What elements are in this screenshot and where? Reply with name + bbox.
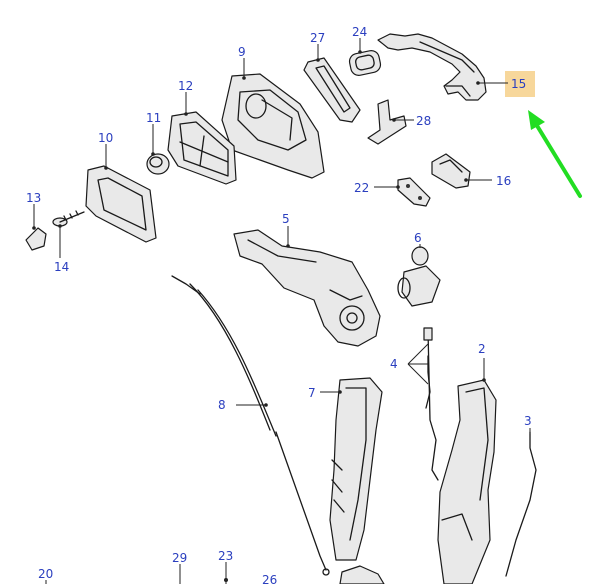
callout-29: 29 xyxy=(172,551,187,565)
part-11-cap[interactable]: 11 xyxy=(146,111,170,175)
part-16-clip[interactable]: 16 xyxy=(431,153,511,189)
part-6-actuator[interactable]: 6 xyxy=(397,231,441,307)
callout-20: 20 xyxy=(38,567,53,581)
part-28-bracket[interactable]: 28 xyxy=(367,99,431,145)
part-3-wire[interactable]: 3 xyxy=(505,414,537,577)
part-20-partial[interactable]: 20 xyxy=(38,567,53,584)
part-27-seal[interactable]: 27 xyxy=(303,31,361,123)
part-5-lock-mechanism[interactable]: 5 xyxy=(233,212,381,347)
green-pointer-arrow xyxy=(528,110,582,198)
callout-11: 11 xyxy=(146,111,161,125)
callout-5: 5 xyxy=(282,212,290,226)
part-29-partial[interactable]: 29 xyxy=(172,551,187,584)
callout-6: 6 xyxy=(414,231,422,245)
callout-2: 2 xyxy=(478,342,486,356)
callout-28: 28 xyxy=(416,114,431,128)
callout-8: 8 xyxy=(218,398,226,412)
part-8-cable[interactable]: 8 xyxy=(171,275,330,576)
part-15-highlight-box xyxy=(505,71,535,97)
callout-27: 27 xyxy=(310,31,325,45)
part-2-latch[interactable]: 2 xyxy=(437,342,497,584)
part-23-partial[interactable]: 23 xyxy=(218,549,233,584)
callout-12: 12 xyxy=(178,79,193,93)
callout-3: 3 xyxy=(524,414,532,428)
part-15-callout[interactable]: 15 xyxy=(476,71,535,97)
callout-7: 7 xyxy=(308,386,316,400)
callout-13: 13 xyxy=(26,191,41,205)
callout-10: 10 xyxy=(98,131,113,145)
callout-23: 23 xyxy=(218,549,233,563)
callout-4: 4 xyxy=(390,357,398,371)
part-15-exterior-handle[interactable] xyxy=(377,33,487,101)
callout-24: 24 xyxy=(352,25,367,39)
part-13-cover[interactable]: 13 xyxy=(25,191,47,251)
callout-22: 22 xyxy=(354,181,369,195)
callout-16: 16 xyxy=(496,174,511,188)
callout-26: 26 xyxy=(262,573,277,584)
part-4-rod[interactable]: 4 xyxy=(390,327,439,481)
part-24-gasket[interactable]: 24 xyxy=(348,25,382,77)
callout-9: 9 xyxy=(238,45,246,59)
part-12-grille[interactable]: 12 xyxy=(167,79,237,185)
callout-14: 14 xyxy=(54,260,69,274)
part-10-bezel[interactable]: 10 xyxy=(85,131,157,243)
part-14-screw[interactable]: 14 xyxy=(52,210,85,274)
callout-15: 15 xyxy=(511,77,526,91)
part-26-partial[interactable]: 26 xyxy=(262,565,385,584)
part-7-inner-bracket[interactable]: 7 xyxy=(308,377,383,561)
part-9-handle-housing[interactable]: 9 xyxy=(221,45,325,179)
part-22-clip[interactable]: 22 xyxy=(354,177,431,207)
